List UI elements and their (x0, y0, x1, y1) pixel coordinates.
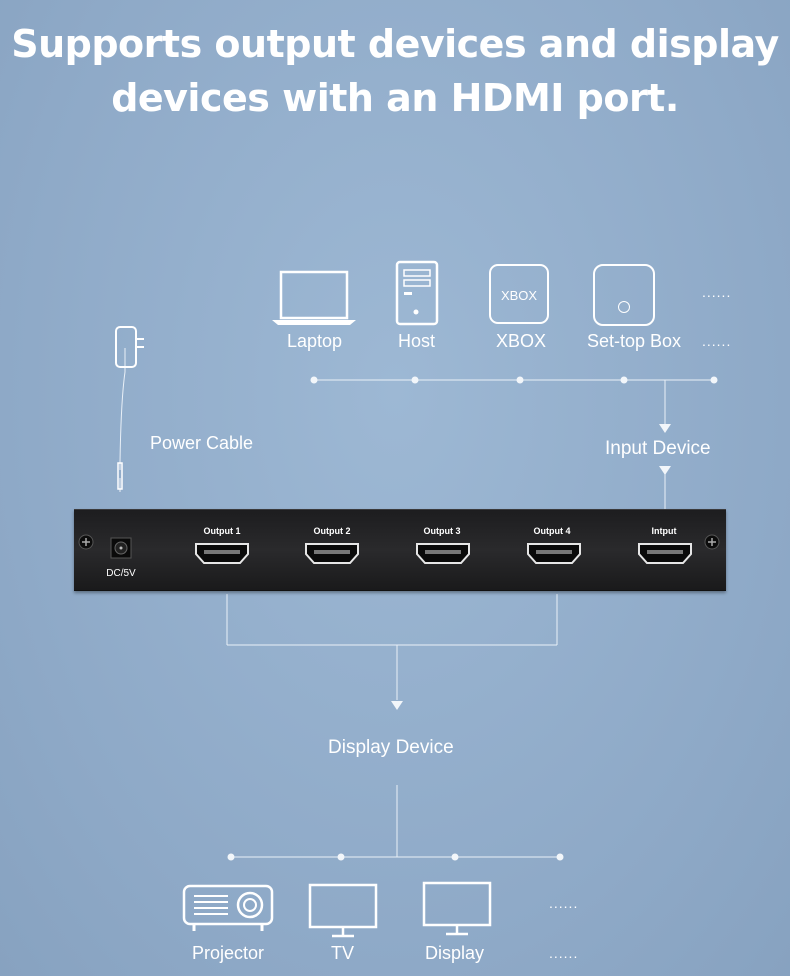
more-displays-icons-ellipsis: ...... (549, 895, 579, 911)
hdmi-port-output-1 (195, 543, 249, 564)
port-label-input: Intput (651, 526, 677, 536)
port-label-output-2: Output 2 (313, 526, 351, 536)
headline-line-1: Supports output devices and display (11, 22, 779, 66)
screw-icon (78, 534, 94, 550)
screw-icon (704, 534, 720, 550)
output-label-tv: TV (331, 943, 355, 963)
xbox-icon-text: XBOX (500, 288, 538, 303)
input-label-xbox: XBOX (496, 331, 547, 351)
set-top-box-icon (593, 264, 655, 326)
projector-icon (182, 884, 274, 931)
port-label-output-3: Output 3 (423, 526, 461, 536)
laptop-icon (272, 270, 356, 325)
dc-power-port (110, 537, 132, 559)
output-label-projector: Projector (192, 943, 265, 963)
more-inputs-labels-ellipsis: ...... (702, 333, 732, 349)
more-displays-labels-ellipsis: ...... (549, 945, 579, 961)
hdmi-port-input (638, 543, 692, 564)
input-label-laptop: Laptop (287, 331, 343, 351)
power-button-icon (618, 301, 630, 313)
input-label-set-top-box: Set-top Box (587, 331, 682, 351)
hdmi-splitter: DC/5V Output 1 Output 2 Output 3 Output … (74, 509, 726, 591)
display-device-label: Display Device (328, 737, 454, 758)
hdmi-port-output-2 (305, 543, 359, 564)
input-label-host: Host (398, 331, 436, 351)
xbox-icon: XBOX (489, 264, 549, 324)
more-inputs-icons-ellipsis: ...... (702, 284, 732, 300)
monitor-icon (422, 881, 492, 936)
tv-icon (308, 883, 378, 938)
port-label-output-4: Output 4 (533, 526, 571, 536)
headline-line-2: devices with an HDMI port. (111, 76, 679, 120)
dc-port-label: DC/5V (106, 568, 136, 579)
output-label-display: Display (425, 943, 485, 963)
hdmi-port-output-4 (527, 543, 581, 564)
port-label-output-1: Output 1 (203, 526, 241, 536)
desktop-tower-icon (395, 260, 439, 326)
input-device-label: Input Device (605, 438, 711, 459)
power-adapter-icon (115, 326, 144, 490)
hdmi-port-output-3 (416, 543, 470, 564)
power-cable-label: Power Cable (150, 433, 254, 453)
